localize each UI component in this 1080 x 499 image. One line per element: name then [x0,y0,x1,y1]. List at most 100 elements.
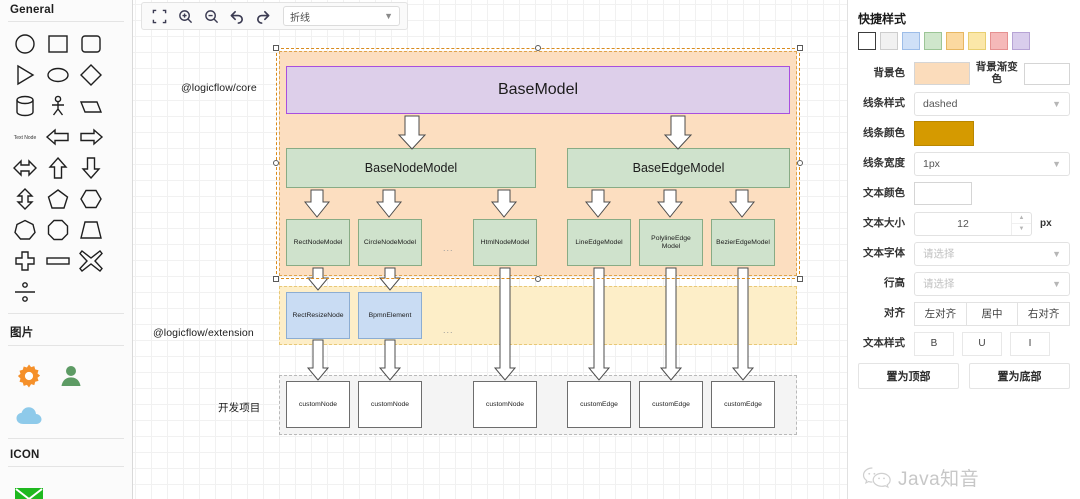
node-bezier-edge-model[interactable]: BezierEdgeModel [711,219,775,266]
zoom-out-icon[interactable] [201,6,221,26]
text-size-input[interactable]: 12 ▲ ▼ [914,211,1032,236]
shape-arrow-up[interactable] [41,152,74,183]
quick-swatch-green[interactable] [924,32,942,50]
shape-octagon[interactable] [41,214,74,245]
node-custom-node-2[interactable]: customNode [358,381,422,428]
resize-handle-nw[interactable] [273,45,279,51]
text-font-label: 文本字体 [863,247,905,260]
shape-arrow-left[interactable] [41,121,74,152]
resize-handle-ne[interactable] [797,45,803,51]
quick-swatch-orange[interactable] [946,32,964,50]
shape-cylinder[interactable] [8,90,41,121]
shape-arrow-down[interactable] [74,152,107,183]
cloud-icon[interactable] [8,396,50,436]
shape-arrow-double-horizontal[interactable] [8,152,41,183]
shape-cross[interactable] [8,245,41,276]
node-custom-edge-3[interactable]: customEdge [711,381,775,428]
resize-handle-s[interactable] [535,276,541,282]
row-text-color: 文本颜色 [858,180,1070,207]
resize-handle-e[interactable] [797,160,803,166]
mail-icon[interactable] [8,479,50,499]
edge-type-select[interactable]: 折线 ▼ [283,6,400,26]
edge-type-value: 折线 [290,12,310,24]
resize-handle-w[interactable] [273,160,279,166]
quick-swatch-red[interactable] [990,32,1008,50]
node-base-node-model[interactable]: BaseNodeModel [286,148,536,188]
node-custom-edge-1[interactable]: customEdge [567,381,631,428]
divider [8,466,124,467]
node-html-node-model[interactable]: HtmlNodeModel [473,219,537,266]
zoom-in-icon[interactable] [175,6,195,26]
node-bpmn-element[interactable]: BpmnElement [358,292,422,339]
node-polyline-edge-model[interactable]: PolylineEdge Model [639,219,703,266]
node-line-edge-model[interactable]: LineEdgeModel [567,219,631,266]
stepper-down-icon[interactable]: ▼ [1018,226,1025,233]
resize-handle-sw[interactable] [273,276,279,282]
shape-text-node[interactable]: Text Node [8,121,41,152]
bold-button[interactable]: B [914,331,954,356]
italic-button[interactable]: I [1010,331,1050,356]
node-circle-node-model[interactable]: CircleNodeModel [358,219,422,266]
quick-swatch-white[interactable] [858,32,876,50]
node-base-model[interactable]: BaseModel [286,66,790,114]
palette-section-icon-title: ICON [10,449,40,461]
shape-circle[interactable] [8,28,41,59]
node-custom-node-3[interactable]: customNode [473,381,537,428]
shape-arrow-right[interactable] [74,121,107,152]
quick-swatch-gray[interactable] [880,32,898,50]
align-right-button[interactable]: 右对齐 [1017,301,1071,326]
quick-swatch-purple[interactable] [1012,32,1030,50]
line-width-select[interactable]: 1px ▼ [914,151,1070,176]
shape-ellipse[interactable] [41,59,74,90]
shape-square[interactable] [41,28,74,59]
background-color-picker[interactable] [914,62,970,85]
gear-icon[interactable] [8,356,50,396]
wechat-icon [862,466,891,488]
quick-swatch-yellow[interactable] [968,32,986,50]
background-gradient-picker[interactable] [1023,62,1070,85]
text-font-select[interactable]: 请选择 ▼ [914,241,1070,266]
shape-rounded-rect[interactable] [74,28,107,59]
bring-to-top-button[interactable]: 置为顶部 [858,363,959,389]
stepper-up-icon[interactable]: ▲ [1012,213,1031,224]
text-size-value: 12 [957,217,969,230]
resize-handle-se[interactable] [797,276,803,282]
shape-pentagon[interactable] [41,183,74,214]
shape-hexagon[interactable] [74,183,107,214]
redo-icon[interactable] [253,6,273,26]
line-color-picker[interactable] [914,121,974,146]
node-rect-node-model[interactable]: RectNodeModel [286,219,350,266]
node-base-edge-model[interactable]: BaseEdgeModel [567,148,790,188]
node-custom-node-1[interactable]: customNode [286,381,350,428]
shape-heptagon[interactable] [8,214,41,245]
shape-trapezoid[interactable] [74,214,107,245]
user-icon[interactable] [50,356,92,396]
icon-palette-grid [8,473,124,499]
text-size-stepper[interactable]: ▲ ▼ [1011,212,1031,235]
fit-screen-icon[interactable] [149,6,169,26]
node-rect-resize-node[interactable]: RectResizeNode [286,292,350,339]
shape-parallelogram[interactable] [74,90,107,121]
resize-handle-n[interactable] [535,45,541,51]
lane-label-project: 开发项目 [218,402,261,414]
shape-diamond[interactable] [74,59,107,90]
shape-divide[interactable] [8,276,41,307]
row-align: 对齐 左对齐 居中 右对齐 [858,300,1071,327]
align-center-button[interactable]: 居中 [965,301,1018,326]
underline-button[interactable]: U [962,331,1002,356]
shape-minus[interactable] [41,245,74,276]
align-left-button[interactable]: 左对齐 [914,301,966,326]
shape-triangle[interactable] [8,59,41,90]
undo-icon[interactable] [227,6,247,26]
shape-x-cross[interactable] [74,245,107,276]
node-custom-edge-2[interactable]: customEdge [639,381,703,428]
quick-swatch-blue[interactable] [902,32,920,50]
line-height-select[interactable]: 请选择 ▼ [914,271,1070,296]
line-style-select[interactable]: dashed ▼ [914,91,1070,116]
shape-actor[interactable] [41,90,74,121]
band-logicflow-extension[interactable] [279,286,797,345]
row-line-style: 线条样式 dashed ▼ [858,90,1070,117]
shape-arrow-double-vertical[interactable] [8,183,41,214]
text-color-picker[interactable] [914,182,972,205]
send-to-bottom-button[interactable]: 置为底部 [969,363,1070,389]
